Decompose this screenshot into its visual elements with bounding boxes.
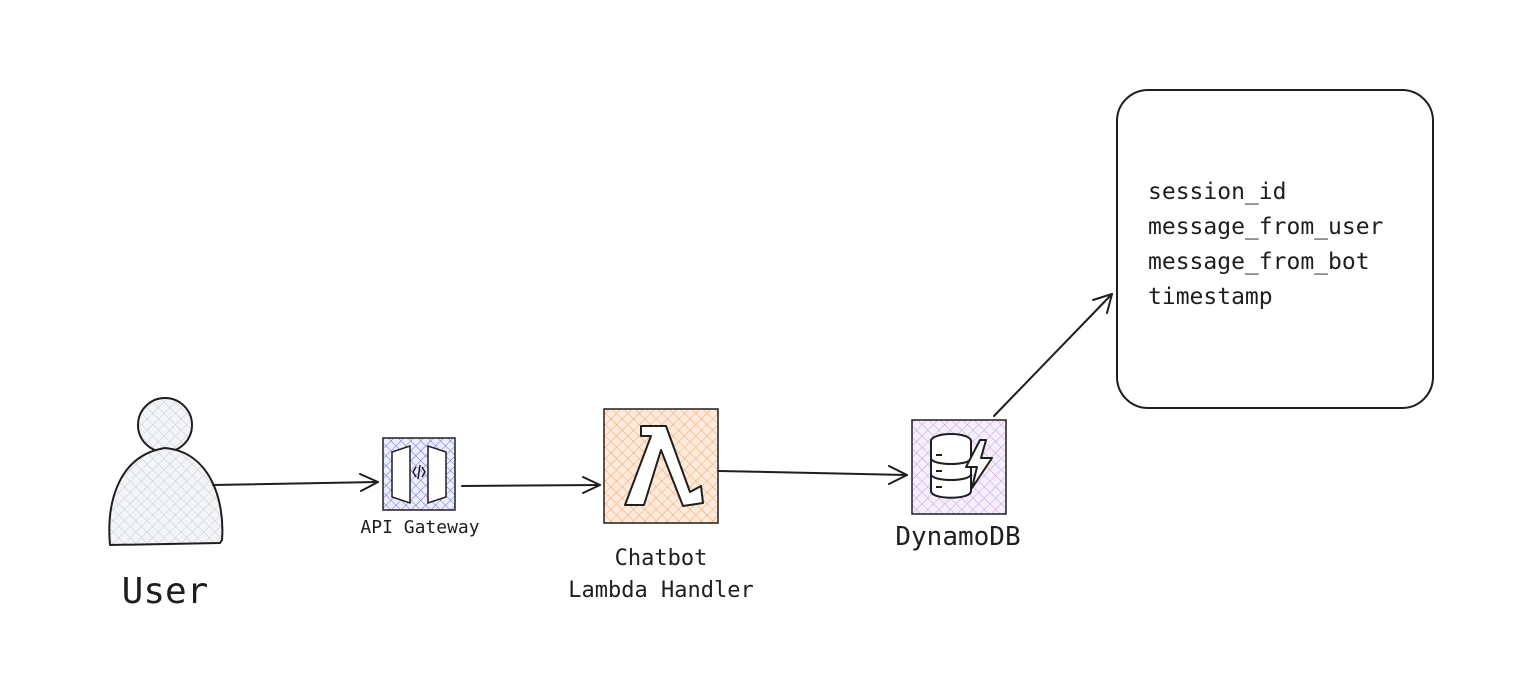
schema-box: session_id message_from_user message_fro… <box>1116 89 1434 409</box>
lambda-label-line2: Lambda Handler <box>568 578 753 603</box>
api-gateway-icon <box>391 444 447 505</box>
user-node: User <box>108 397 224 612</box>
schema-field-message-from-bot: message_from_bot <box>1148 249 1370 275</box>
arrow-api-gateway-to-lambda <box>461 476 601 494</box>
schema-field-list: session_id message_from_user message_fro… <box>1148 175 1383 315</box>
arrow-lambda-to-dynamodb <box>718 465 908 485</box>
dynamodb-node: DynamoDB <box>895 419 1021 552</box>
arrow-dynamodb-to-schema <box>993 293 1113 417</box>
dynamodb-icon <box>930 433 993 499</box>
lambda-label-line1: Chatbot <box>615 546 708 571</box>
api-gateway-node: API Gateway <box>360 437 480 538</box>
user-label: User <box>122 571 209 612</box>
schema-field-session-id: session_id <box>1148 179 1287 205</box>
dynamodb-label: DynamoDB <box>895 522 1020 552</box>
lambda-icon <box>624 425 704 507</box>
lambda-node: Chatbot Lambda Handler <box>568 408 754 603</box>
user-icon <box>108 397 224 546</box>
arrow-user-to-api-gateway <box>212 473 379 492</box>
api-gateway-label: API Gateway <box>360 517 479 538</box>
schema-field-timestamp: timestamp <box>1148 284 1273 310</box>
schema-field-message-from-user: message_from_user <box>1148 214 1384 240</box>
